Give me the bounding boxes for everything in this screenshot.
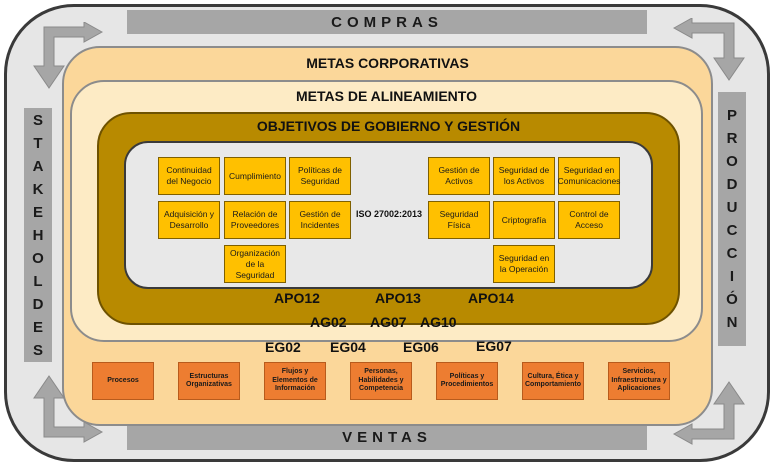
stakeholdes-letter: E (32, 203, 43, 221)
ag-code: AG10 (420, 314, 457, 330)
objetivos-gobierno-title: OBJETIVOS DE GOBIERNO Y GESTIÓN (256, 118, 521, 134)
domain-box: Seguridad de los Activos (493, 157, 555, 195)
domain-box: Gestión de Incidentes (289, 201, 351, 239)
produccion-letter: I (729, 268, 735, 285)
compras-label: COMPRAS (331, 13, 443, 31)
enabler-box: Cultura, Ética y Comportamiento (522, 362, 584, 400)
ag-code: AG07 (370, 314, 407, 330)
domain-box: Seguridad en Comunicaciones (558, 157, 620, 195)
stakeholdes-letter: S (32, 341, 43, 359)
stakeholdes-letter: E (32, 318, 43, 336)
stakeholdes-letter: D (32, 295, 44, 313)
produccion-letter: O (726, 153, 738, 170)
produccion-letter: C (726, 222, 738, 239)
produccion-letter: R (726, 130, 738, 147)
arrow-bottom-right-icon (672, 381, 745, 445)
stakeholdes-letter: T (33, 134, 43, 152)
domain-box: Relación de Proveedores (224, 201, 286, 239)
domain-box: Organización de la Seguridad (224, 245, 286, 283)
ventas-label: VENTAS (342, 428, 432, 446)
produccion-letter: N (726, 314, 738, 331)
enabler-box: Flujos y Elementos de Información (264, 362, 326, 400)
stakeholdes-letter: S (32, 111, 43, 129)
domain-box: Adquisición y Desarrollo (158, 201, 220, 239)
iso-label: ISO 27002:2013 (355, 209, 423, 219)
ventas-bar: VENTAS (127, 424, 647, 450)
eg-code: EG04 (330, 339, 366, 355)
stakeholdes-letter: A (32, 157, 44, 175)
eg-code: EG07 (476, 338, 512, 354)
enabler-box: Políticas y Procedimientos (436, 362, 498, 400)
produccion-letter: C (726, 245, 738, 262)
produccion-letter: Ó (726, 291, 738, 308)
compras-bar: COMPRAS (127, 10, 647, 34)
domain-box: Gestión de Activos (428, 157, 490, 195)
eg-code: EG06 (403, 339, 439, 355)
produccion-letter: D (726, 176, 738, 193)
domain-box: Criptografía (493, 201, 555, 239)
metas-alineamiento-title: METAS DE ALINEAMIENTO (296, 88, 477, 104)
domain-box: Políticas de Seguridad (289, 157, 351, 195)
stakeholdes-letter: O (32, 249, 44, 267)
domain-box: Seguridad Física (428, 201, 490, 239)
apo-code: APO14 (468, 290, 514, 306)
ag-code: AG02 (310, 314, 347, 330)
produccion-letter: U (726, 199, 738, 216)
arrow-top-left-icon (33, 22, 104, 89)
enabler-box: Servicios, Infraestructura y Aplicacione… (608, 362, 670, 400)
stakeholdes-letter: H (32, 226, 44, 244)
enabler-box: Personas, Habilidades y Competencia (350, 362, 412, 400)
produccion-letter: P (726, 107, 737, 124)
apo-code: APO12 (274, 290, 320, 306)
enabler-box: Estructuras Organizativas (178, 362, 240, 400)
domain-box: Control de Acceso (558, 201, 620, 239)
eg-code: EG02 (265, 339, 301, 355)
arrow-bottom-left-icon (33, 375, 104, 443)
domain-box: Seguridad en la Operación (493, 245, 555, 283)
domain-box: Continuidad del Negocio (158, 157, 220, 195)
enabler-box: Procesos (92, 362, 154, 400)
domain-box: Cumplimiento (224, 157, 286, 195)
stakeholdes-letter: K (32, 180, 44, 198)
apo-code: APO13 (375, 290, 421, 306)
stakeholdes-letter: L (33, 272, 43, 290)
metas-corporativas-title: METAS CORPORATIVAS (306, 55, 469, 71)
arrow-top-right-icon (672, 18, 745, 81)
